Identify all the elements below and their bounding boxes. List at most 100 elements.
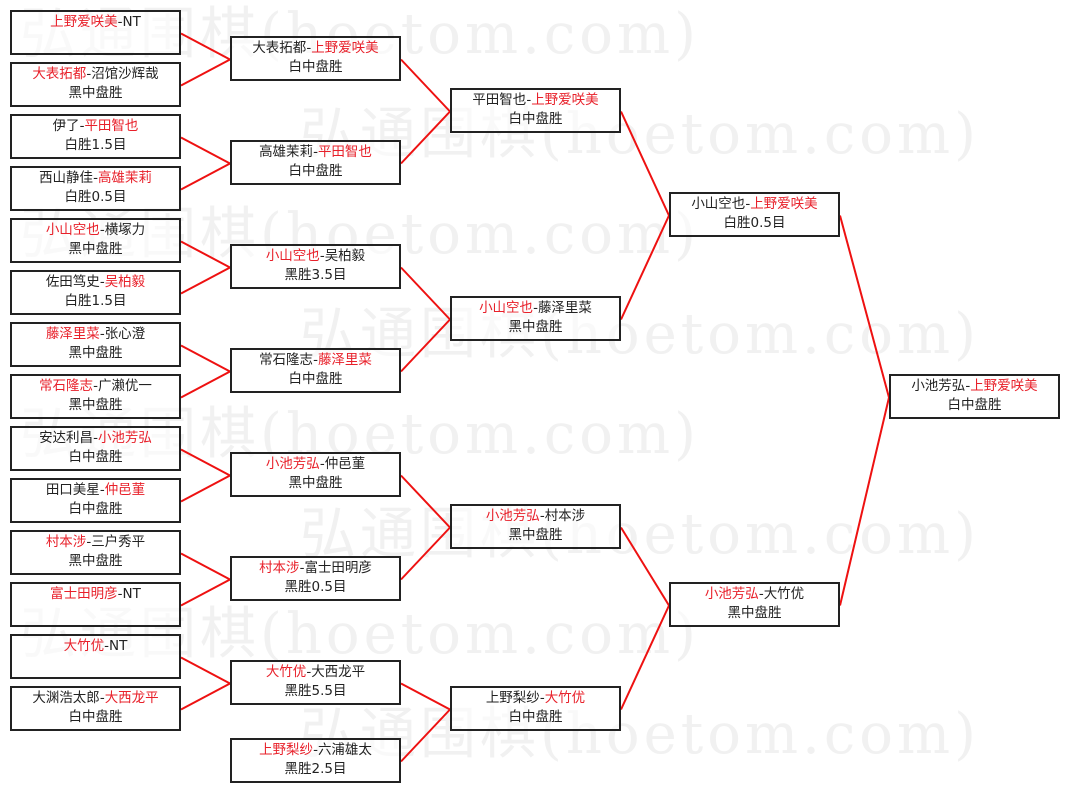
separator: -	[99, 326, 105, 342]
separator: -	[526, 92, 532, 108]
player-left: 上野梨纱	[259, 742, 314, 758]
connector-line	[180, 474, 231, 503]
connector-line	[180, 578, 231, 607]
match-result: 白中盘胜	[508, 709, 563, 725]
player-right: 吴柏毅	[324, 248, 366, 264]
player-right: 六浦雄太	[317, 742, 372, 758]
player-right: 小池芳弘	[97, 430, 152, 446]
player-left: 小山空也	[691, 196, 746, 212]
player-right: 上野爱咲美	[311, 40, 379, 56]
connector-line	[180, 448, 231, 477]
connector-line	[180, 162, 231, 191]
match-players: 上野爱咲美-NT	[12, 13, 179, 32]
match-result: 白胜0.5目	[723, 215, 786, 231]
match-players: 西山静佳-高雄茉莉	[12, 169, 179, 188]
match-players: 小池芳弘-大竹优	[671, 585, 838, 604]
separator: -	[117, 586, 123, 602]
player-left: 安达利昌	[39, 430, 94, 446]
player-right: 广濑优一	[97, 378, 152, 394]
player-right: 高雄茉莉	[97, 170, 152, 186]
player-left: 高雄茉莉	[259, 144, 314, 160]
match-result: 黑中盘胜	[68, 553, 123, 569]
match-result: 白中盘胜	[68, 501, 123, 517]
match-players: 上野梨纱-六浦雄太	[232, 741, 399, 760]
match-result: 黑中盘胜	[288, 475, 343, 491]
match-box: 小山空也-藤泽里菜黑中盘胜	[450, 296, 621, 341]
player-left: 伊了	[52, 118, 80, 134]
separator: -	[319, 456, 325, 472]
player-right: 平田智也	[84, 118, 139, 134]
match-box: 小山空也-吴柏毅黑胜3.5目	[230, 244, 401, 289]
match-box: 小池芳弘-村本涉黑中盘胜	[450, 504, 621, 549]
match-box: 常石隆志-藤泽里菜白中盘胜	[230, 348, 401, 393]
player-right: 上野爱咲美	[750, 196, 818, 212]
match-players: 富士田明彦-NT	[12, 585, 179, 604]
separator: -	[79, 118, 85, 134]
match-players: 大表拓都-上野爱咲美	[232, 39, 399, 58]
match-players: 伊了-平田智也	[12, 117, 179, 136]
player-left: 大表拓都	[252, 40, 307, 56]
connector-line	[180, 552, 231, 581]
player-left: 佐田笃史	[45, 274, 100, 290]
match-result: 黑中盘胜	[508, 319, 563, 335]
match-players: 常石隆志-藤泽里菜	[232, 351, 399, 370]
match-players: 小池芳弘-仲邑菫	[232, 455, 399, 474]
player-right: 沼馆沙辉哉	[91, 66, 159, 82]
match-box: 佐田笃史-吴柏毅白胜1.5目	[10, 270, 181, 315]
player-left: 富士田明彦	[50, 586, 118, 602]
player-left: 平田智也	[472, 92, 527, 108]
separator: -	[319, 248, 325, 264]
separator: -	[93, 430, 98, 446]
separator: -	[86, 66, 92, 82]
match-result: 白胜1.5目	[64, 293, 127, 309]
connector-line	[180, 32, 231, 61]
match-result: 黑中盘胜	[68, 241, 123, 257]
player-right: 村本涉	[544, 508, 586, 524]
match-players: 小池芳弘-村本涉	[452, 507, 619, 526]
match-players: 安达利昌-小池芳弘	[12, 429, 179, 448]
connector-line	[180, 344, 231, 373]
match-box: 大竹优-NT	[10, 634, 181, 679]
match-players: 小山空也-横塚力	[12, 221, 179, 240]
match-box: 大渊浩太郎-大西龙平白中盘胜	[10, 686, 181, 731]
match-result: 白中盘胜	[288, 59, 343, 75]
separator: -	[313, 742, 318, 758]
match-players: 小山空也-藤泽里菜	[452, 299, 619, 318]
connector-line	[400, 526, 451, 581]
match-players: 田口美星-仲邑菫	[12, 481, 179, 500]
separator: -	[539, 690, 545, 706]
match-result: 白中盘胜	[68, 709, 123, 725]
player-right: 大西龙平	[311, 664, 366, 680]
match-result: 黑胜3.5目	[284, 267, 347, 283]
player-right: 大竹优	[763, 586, 805, 602]
player-right: 吴柏毅	[104, 274, 146, 290]
separator: -	[99, 690, 105, 706]
connector-line	[839, 215, 890, 398]
connector-line	[400, 58, 451, 113]
player-left: 小山空也	[265, 248, 320, 264]
match-box: 村本涉-富士田明彦黑胜0.5目	[230, 556, 401, 601]
player-left: 大渊浩太郎	[32, 690, 100, 706]
match-players: 常石隆志-广濑优一	[12, 377, 179, 396]
player-left: 小池芳弘	[265, 456, 320, 472]
connector-line	[180, 370, 231, 399]
separator: -	[758, 586, 764, 602]
match-players: 小山空也-吴柏毅	[232, 247, 399, 266]
connector-line	[180, 240, 231, 269]
match-box: 上野爱咲美-NT	[10, 10, 181, 55]
match-result: 白胜0.5目	[64, 189, 127, 205]
separator: -	[306, 664, 312, 680]
player-right: 平田智也	[317, 144, 372, 160]
match-players: 藤泽里菜-张心澄	[12, 325, 179, 344]
match-box: 小山空也-上野爱咲美白胜0.5目	[669, 192, 840, 237]
player-right: NT	[122, 14, 141, 30]
match-box: 安达利昌-小池芳弘白中盘胜	[10, 426, 181, 471]
connector-line	[180, 656, 231, 685]
player-left: 常石隆志	[259, 352, 314, 368]
match-box: 小山空也-横塚力黑中盘胜	[10, 218, 181, 263]
match-box: 西山静佳-高雄茉莉白胜0.5目	[10, 166, 181, 211]
match-players: 高雄茉莉-平田智也	[232, 143, 399, 162]
match-players: 村本涉-富士田明彦	[232, 559, 399, 578]
connector-line	[620, 111, 670, 216]
player-left: 上野梨纱	[485, 690, 540, 706]
